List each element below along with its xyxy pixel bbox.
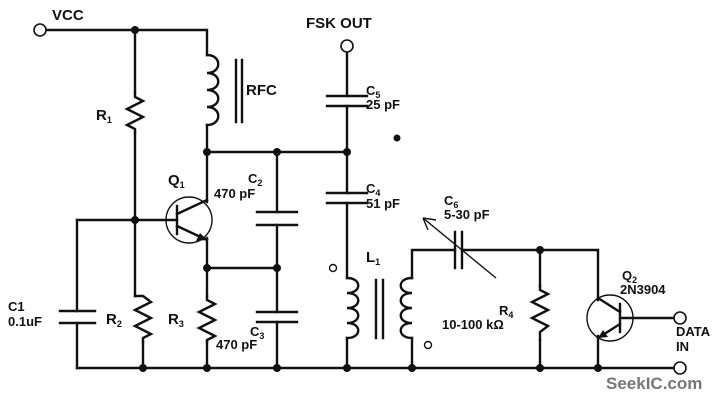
vcc-terminal[interactable] <box>33 23 47 37</box>
c1-label: C1 <box>8 299 25 314</box>
r3-value: 470 pF <box>216 337 257 352</box>
vcc-rail <box>43 28 209 57</box>
q1-transistor <box>165 196 213 244</box>
c2-capacitor <box>255 210 299 227</box>
c4-label: C4 <box>366 181 380 198</box>
q2-emitter-arrow <box>598 330 608 338</box>
c1-value: 0.1uF <box>8 314 42 329</box>
fsk-out-terminal[interactable] <box>340 39 354 53</box>
r3-resistor <box>196 294 218 344</box>
c6-label: C6 <box>444 193 458 210</box>
c6-value: 5-30 pF <box>444 207 490 222</box>
c5-value: 25 pF <box>366 97 400 112</box>
r4-value: 10-100 kΩ <box>442 317 504 332</box>
data-in-label-1: DATA <box>676 324 711 339</box>
rfc-core <box>234 58 244 124</box>
c6-variable-capacitor <box>422 217 497 279</box>
c2-value: 470 pF <box>214 186 255 201</box>
q2-part-number: 2N3904 <box>620 282 666 297</box>
r3-label: R3 <box>168 311 184 329</box>
rfc-inductor <box>205 53 244 127</box>
r1-resistor <box>124 91 146 135</box>
q1-label: Q1 <box>168 172 185 190</box>
q2-collector <box>596 296 622 314</box>
r2-resistor <box>132 294 154 344</box>
r2-label: R2 <box>106 311 122 329</box>
q1-collector <box>175 198 209 216</box>
l1-primary-phase-dot <box>328 263 338 273</box>
l1-transformer <box>328 263 433 350</box>
data-in-terminal[interactable] <box>673 311 687 325</box>
l1-secondary-phase-dot <box>423 340 433 350</box>
data-in-label-2: IN <box>676 339 689 354</box>
r4-resistor <box>529 284 551 342</box>
q2-transistor <box>586 294 634 342</box>
c1-capacitor <box>58 309 97 325</box>
stray-dot <box>393 134 401 142</box>
c3-capacitor <box>255 310 299 324</box>
wires <box>43 28 676 370</box>
r2-leads <box>133 218 145 370</box>
c5-label: C5 <box>366 83 380 100</box>
watermark: SeekIC.com <box>606 374 702 393</box>
vcc-label: VCC <box>52 7 84 24</box>
c5-capacitor <box>325 94 369 108</box>
fsk-out-label: FSK OUT <box>306 15 372 32</box>
c2-label: C2 <box>248 171 262 188</box>
junction-dots <box>131 26 602 372</box>
l1-label: L1 <box>366 249 380 267</box>
q1-emitter-arrow <box>196 233 207 241</box>
ground-terminal[interactable] <box>673 361 687 375</box>
rfc-label: RFC <box>246 82 277 99</box>
c3-label: C3 <box>250 324 264 341</box>
l1-core <box>374 278 385 340</box>
q2-label: Q2 <box>622 268 637 285</box>
c4-capacitor <box>325 191 369 205</box>
l1-secondary-wire <box>410 248 542 288</box>
c6-tuning-arrow <box>422 217 497 279</box>
q2-collector-wire <box>538 248 600 302</box>
c4-value: 51 pF <box>366 196 400 211</box>
r1-label: R1 <box>96 107 112 125</box>
r4-label: R4 <box>499 303 513 320</box>
